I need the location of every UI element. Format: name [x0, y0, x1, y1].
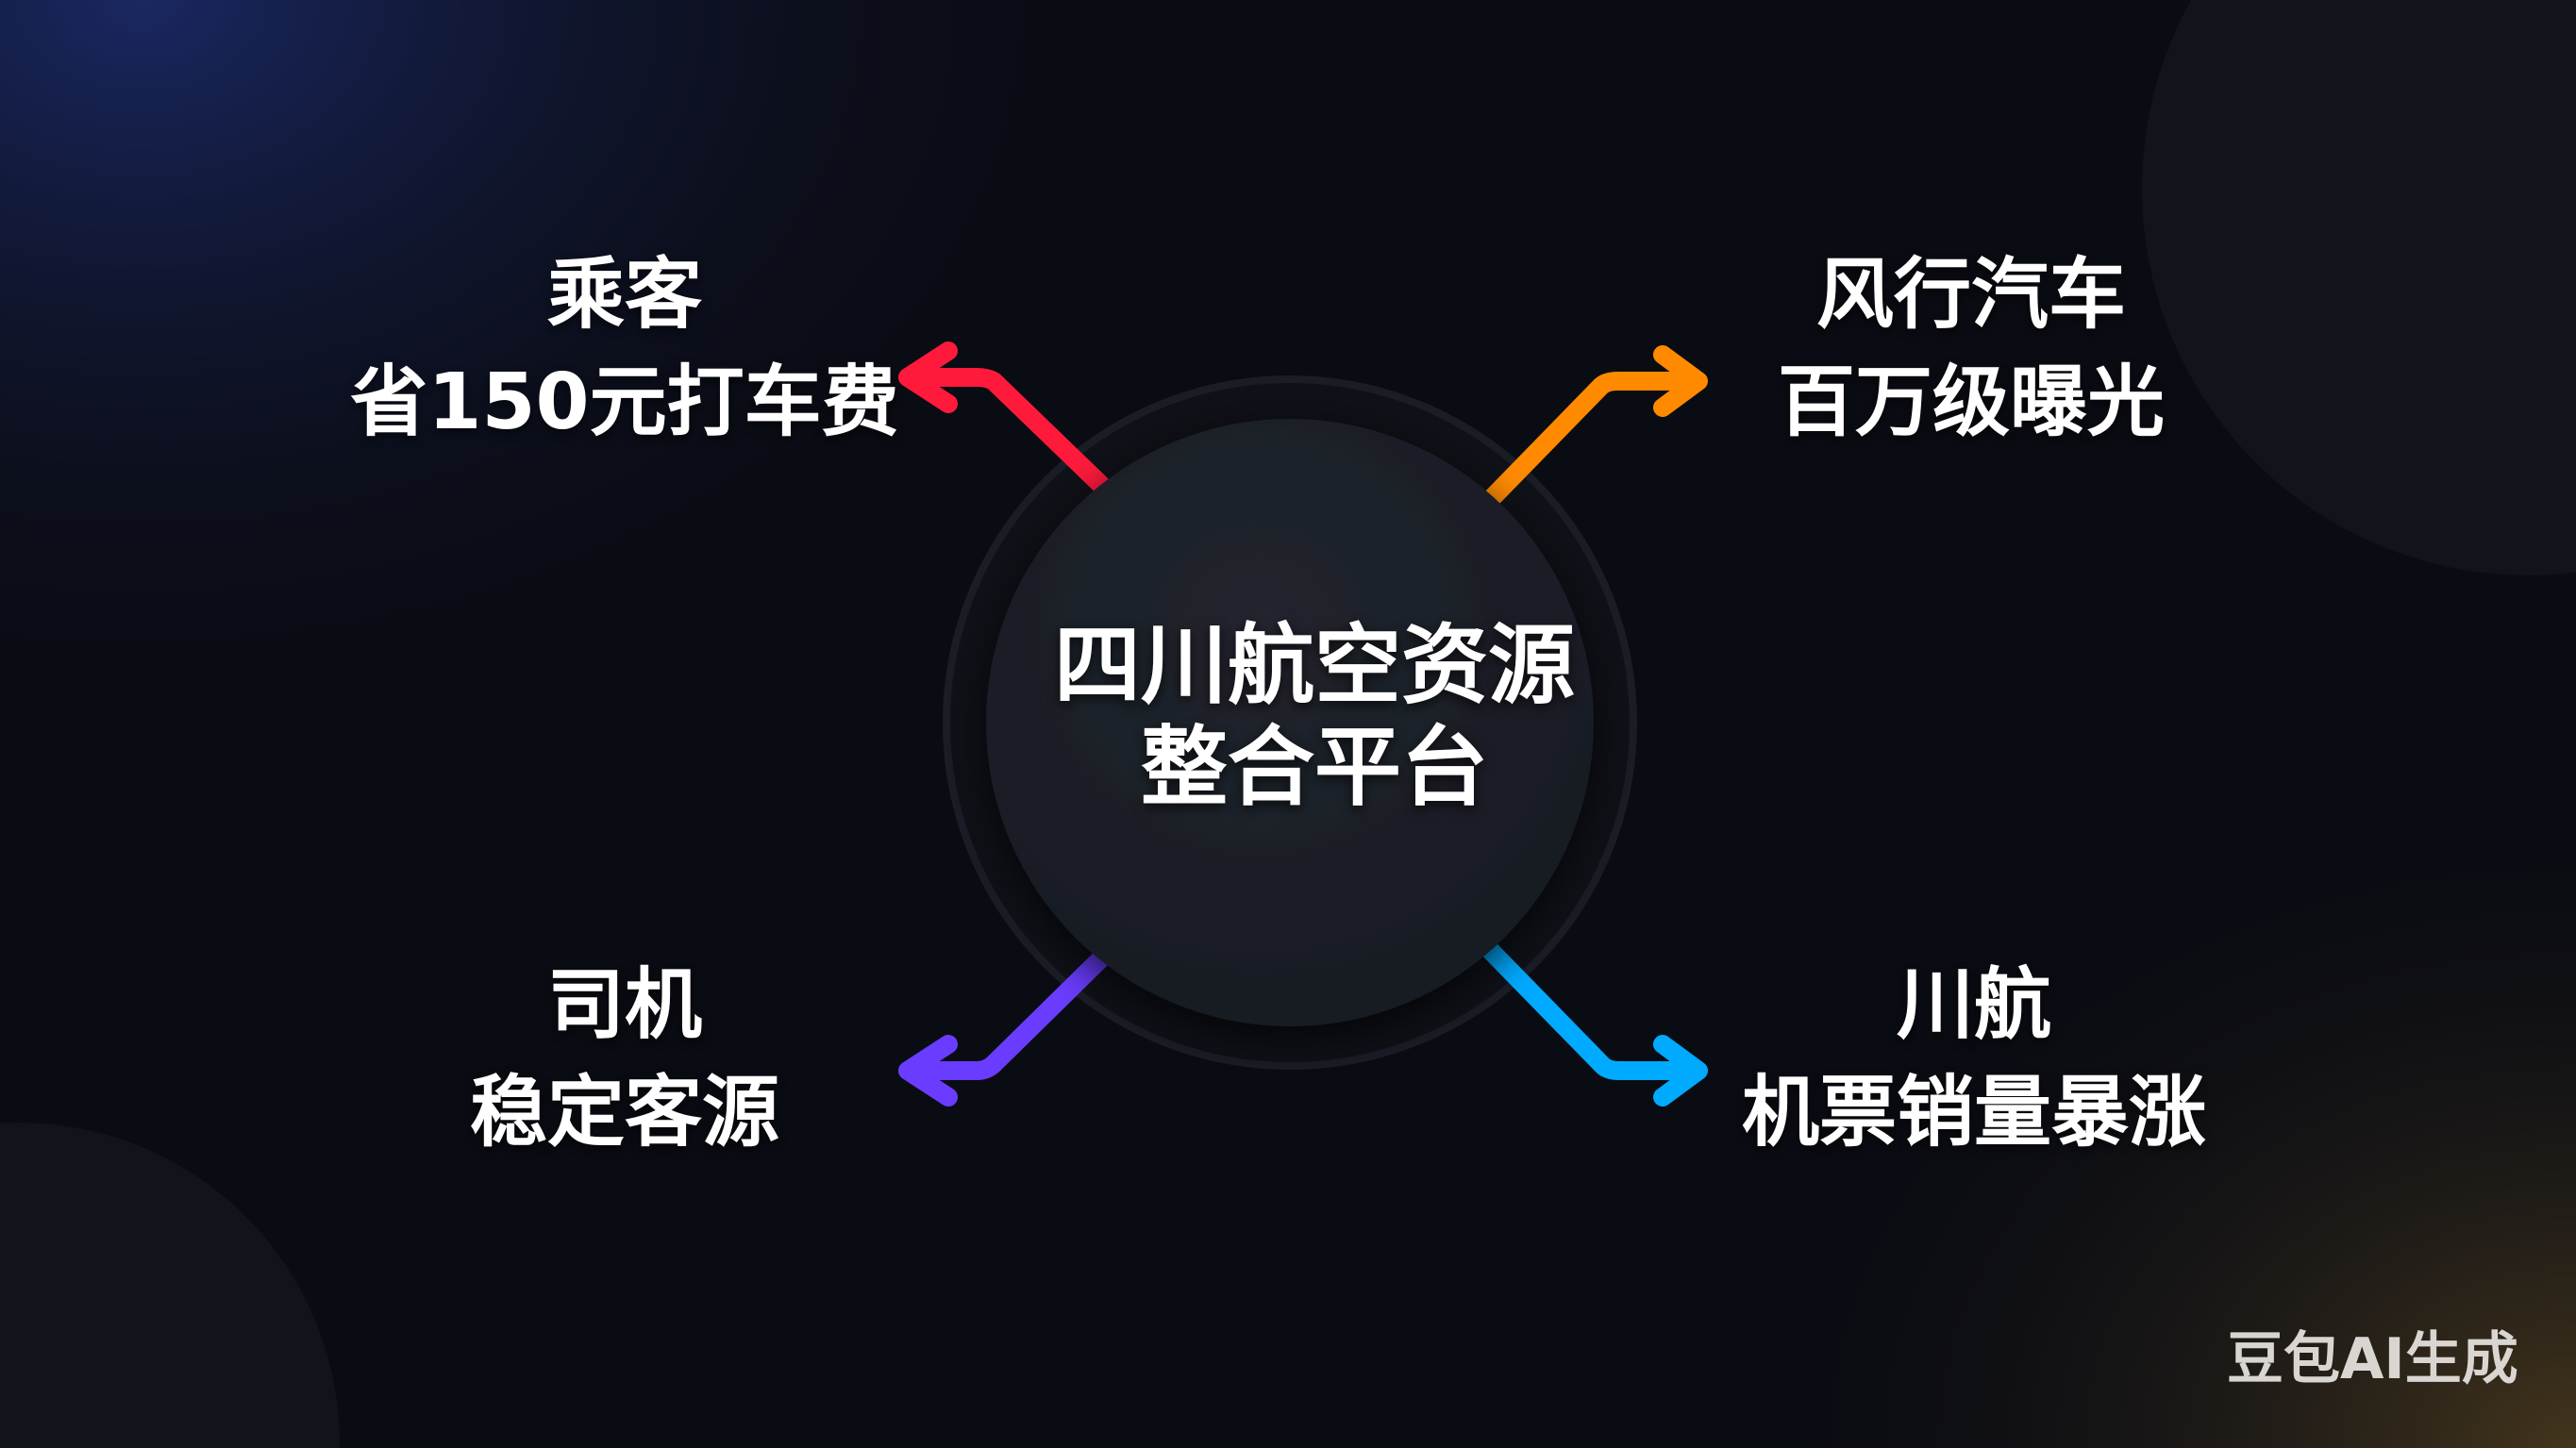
center-title-line1: 四川航空资源 [1053, 615, 1576, 716]
watermark: 豆包AI生成 [2227, 1326, 2518, 1392]
arrow-head-left-icon [898, 341, 958, 413]
branch-fengxing: 风行汽车 百万级曝光 [1778, 257, 2165, 441]
branch-driver: 司机 稳定客源 [470, 967, 779, 1152]
arrow-passenger [898, 341, 1113, 497]
center-circle [986, 419, 1594, 1026]
arrow-fengxing [1482, 345, 1708, 508]
arrow-head-right-icon [1653, 345, 1708, 417]
branch-passenger: 乘客 省150元打车费 [350, 257, 898, 441]
branch-title: 川航 [1896, 960, 2052, 1050]
arrow-sichuan-airlines [1479, 939, 1708, 1107]
arrows [898, 341, 1708, 1107]
arrow-shaft [901, 946, 1113, 1080]
branch-title: 司机 [546, 960, 703, 1050]
center-title-line2: 整合平台 [1140, 717, 1489, 818]
arrow-driver [898, 946, 1113, 1107]
arrow-head-right-icon [1653, 1035, 1708, 1107]
branch-detail: 机票销量暴涨 [1741, 1068, 2207, 1157]
arrow-shaft [1482, 372, 1703, 508]
arrow-shaft [901, 368, 1113, 497]
arrow-shaft [1479, 939, 1703, 1080]
branch-sichuan-airlines: 川航 机票销量暴涨 [1742, 967, 2206, 1152]
branch-title: 乘客 [546, 250, 703, 340]
branch-detail: 百万级曝光 [1777, 358, 2166, 447]
arrow-head-left-icon [898, 1035, 958, 1107]
branch-title: 风行汽车 [1815, 250, 2127, 340]
branch-detail: 稳定客源 [469, 1068, 780, 1157]
center-title: 四川航空资源 整合平台 [1054, 623, 1575, 811]
branch-detail: 省150元打车费 [350, 358, 899, 447]
